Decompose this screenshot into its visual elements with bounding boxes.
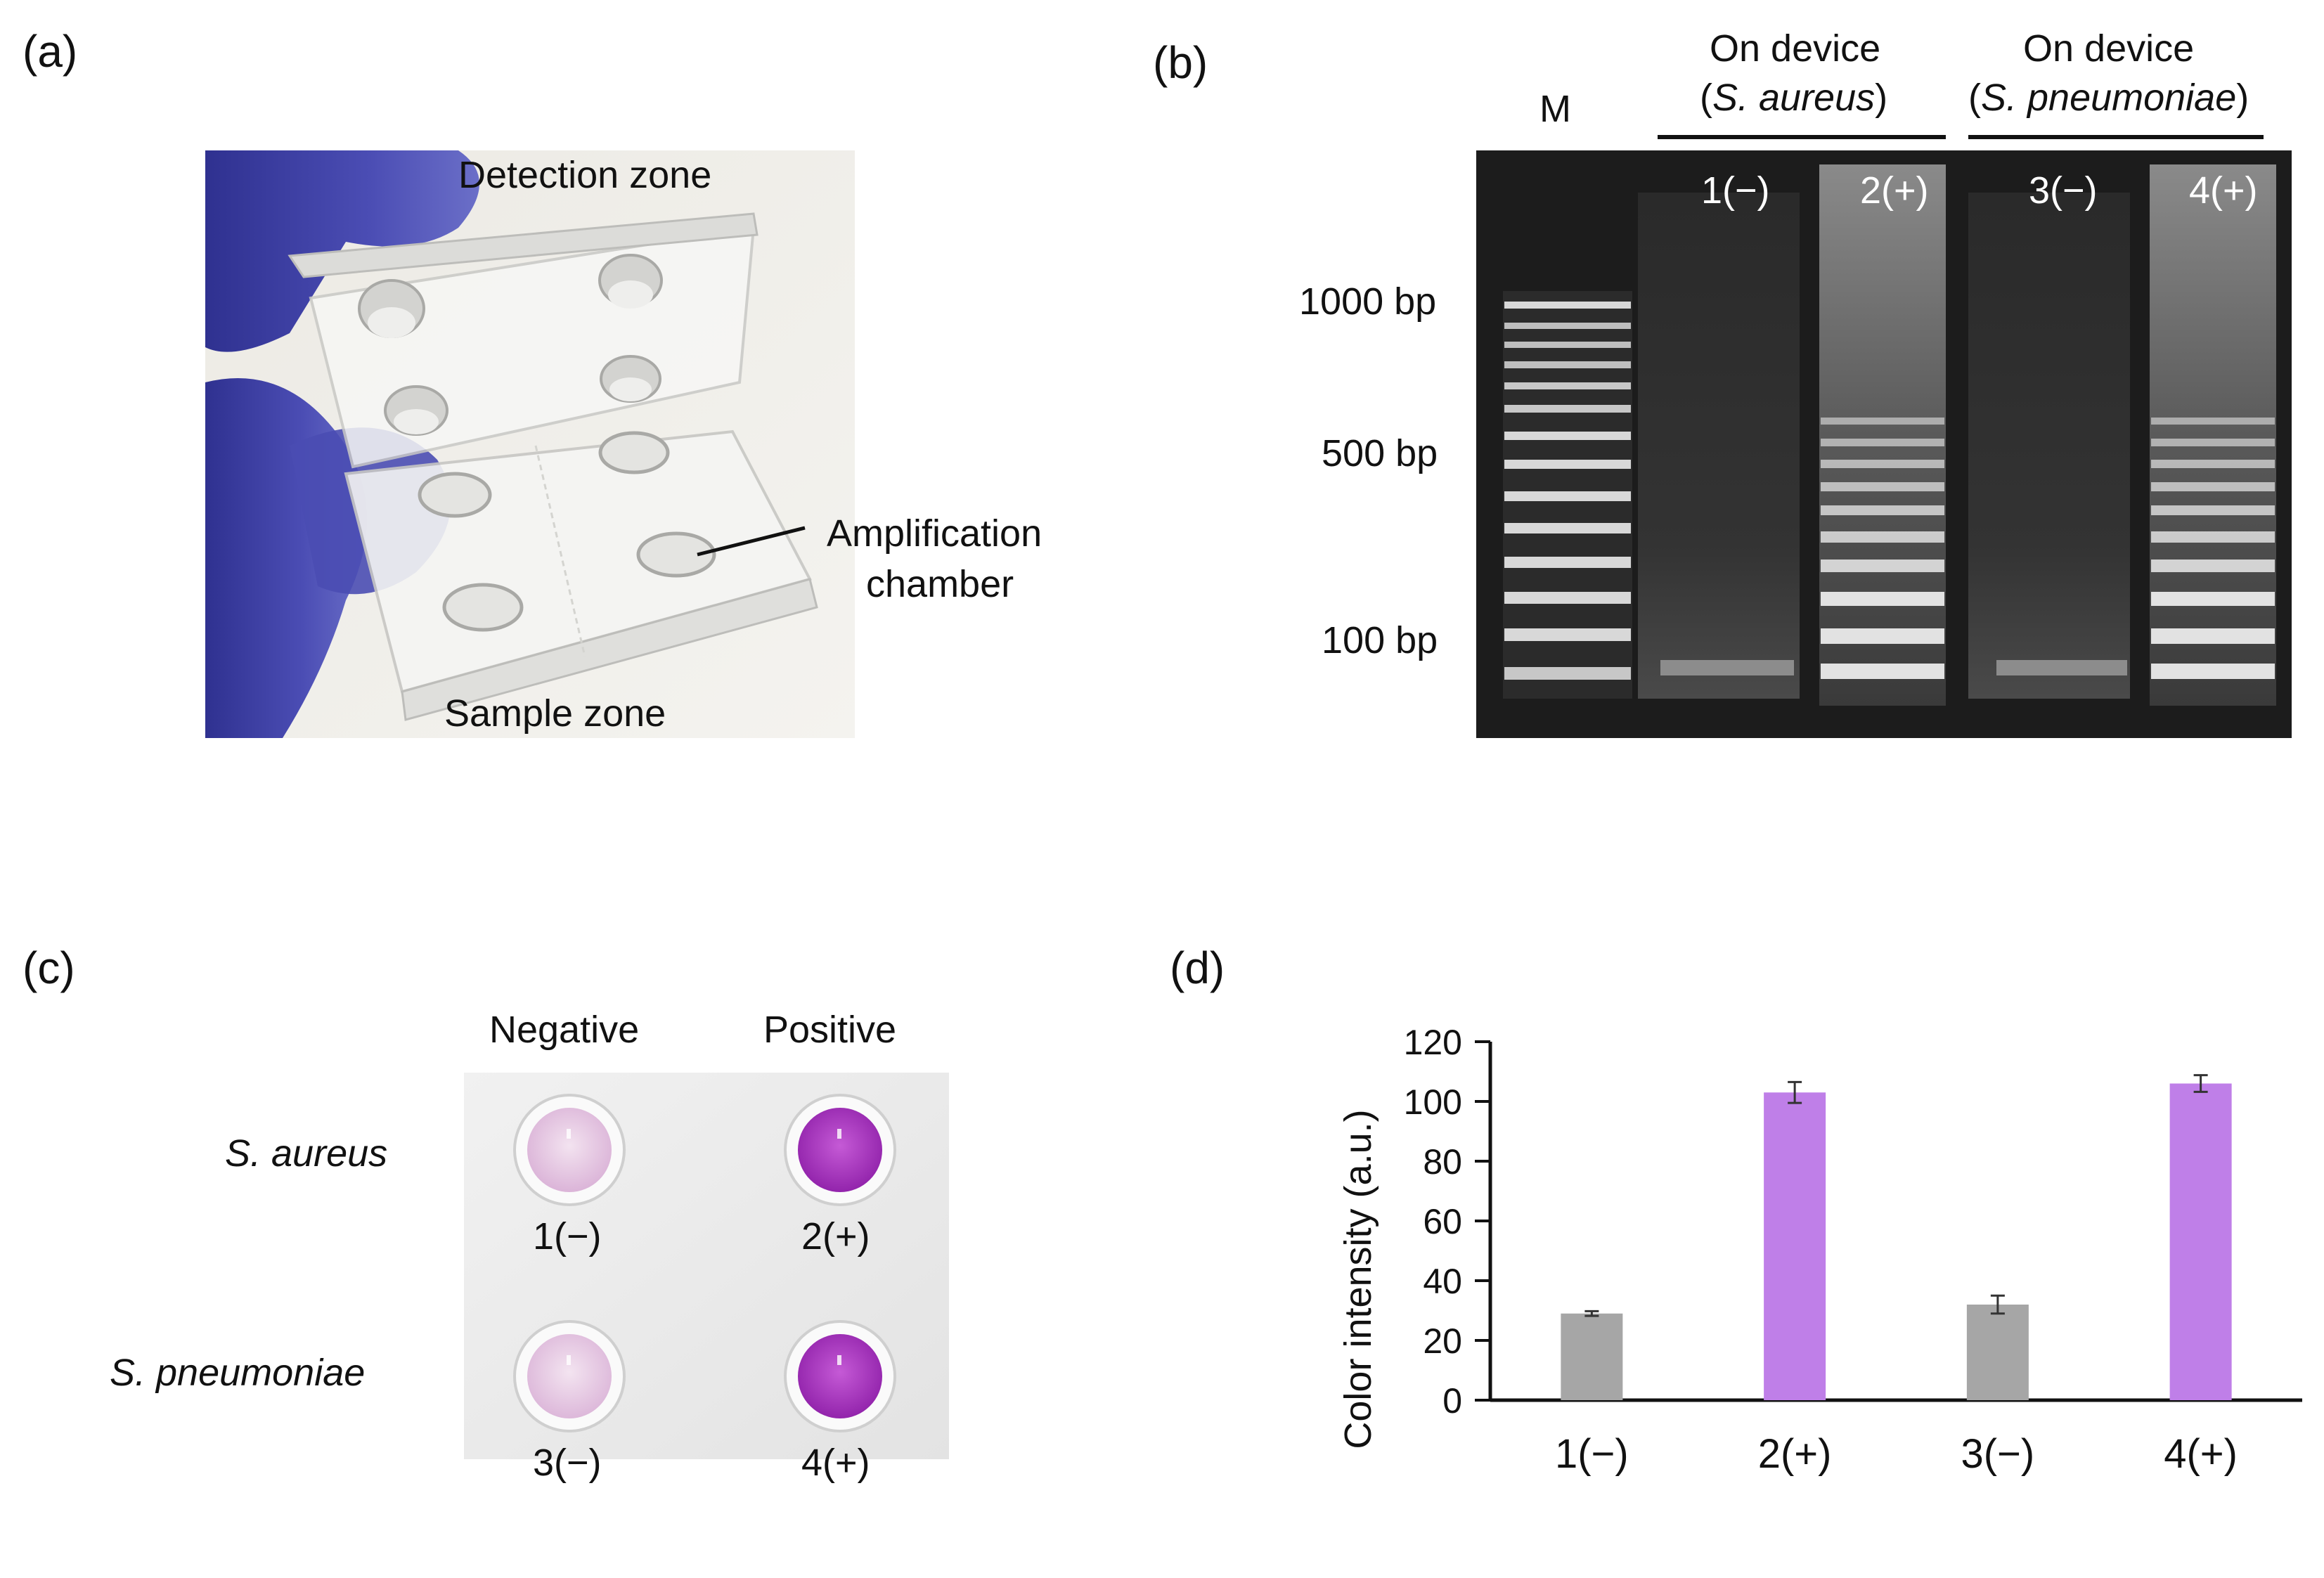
gel-lane-label-1: 1(−) xyxy=(1701,169,1770,212)
y-tick-label: 20 xyxy=(1423,1321,1462,1361)
group2-title: On device xyxy=(2023,27,2195,70)
color-intensity-chart: 0 20 40 60 80 100 120 1(−) 2(+) 3(−) 4(+) Color i… xyxy=(1337,1023,2302,1477)
marker-lane-label: M xyxy=(1539,88,1571,130)
group1-paren-open: ( xyxy=(1700,77,1712,119)
detection-zone-label: Detection zone xyxy=(458,154,712,196)
group1-title: On device xyxy=(1710,27,1881,70)
well-label-2: 2(+) xyxy=(801,1215,870,1257)
x-category-label-4: 4(+) xyxy=(2164,1431,2238,1477)
y-tick-label: 120 xyxy=(1404,1023,1462,1062)
group2-paren-open: ( xyxy=(1968,77,1981,119)
y-axis-label: Color intensity (a.u.) xyxy=(1337,1109,1379,1449)
well-label-1: 1(−) xyxy=(533,1215,602,1257)
panel-a-label: (a) xyxy=(22,26,78,77)
bar-1 xyxy=(1561,1313,1623,1400)
group1-underline xyxy=(1658,135,1946,139)
y-tick-label: 0 xyxy=(1442,1381,1462,1421)
group2-underline xyxy=(1968,135,2264,139)
y-tick-label: 40 xyxy=(1423,1262,1462,1301)
panel-b-label: (b) xyxy=(1153,37,1208,88)
bar-4 xyxy=(2169,1083,2232,1400)
gel-image xyxy=(1476,150,2292,738)
y-tick-label: 60 xyxy=(1423,1202,1462,1241)
group1-paren-close: ) xyxy=(1875,77,1888,119)
group1-species: S. aureus xyxy=(1712,77,1876,119)
gel-lane-label-4: 4(+) xyxy=(2189,169,2258,212)
panel-d-label: (d) xyxy=(1170,943,1225,993)
bar-2 xyxy=(1764,1092,1826,1400)
amplification-label-line2: chamber xyxy=(866,563,1014,605)
colorimetric-plate-photo xyxy=(464,1073,949,1459)
group1-species-line: (S. aureus) xyxy=(1700,76,1887,119)
size-label-500: 500 bp xyxy=(1322,432,1438,474)
column-negative-label: Negative xyxy=(489,1009,640,1051)
bar-3 xyxy=(1966,1305,2029,1400)
x-category-label-2: 2(+) xyxy=(1758,1431,1832,1477)
size-label-100: 100 bp xyxy=(1322,619,1438,661)
y-tick-label: 100 xyxy=(1404,1082,1462,1122)
row-s-pneumoniae-label: S. pneumoniae xyxy=(110,1352,366,1394)
size-label-1000: 1000 bp xyxy=(1299,280,1437,323)
gel-lane-label-3: 3(−) xyxy=(2029,169,2098,212)
column-positive-label: Positive xyxy=(763,1009,897,1051)
sample-zone-label: Sample zone xyxy=(444,692,666,735)
panel-c-label: (c) xyxy=(22,943,75,993)
x-category-label-1: 1(−) xyxy=(1555,1431,1629,1477)
group2-paren-close: ) xyxy=(2236,77,2249,119)
group2-species: S. pneumoniae xyxy=(1980,77,2237,119)
device-photo xyxy=(205,150,855,738)
x-category-label-3: 3(−) xyxy=(1961,1431,2034,1477)
gel-lane-label-2: 2(+) xyxy=(1860,169,1929,212)
amplification-label-line1: Amplification xyxy=(827,512,1042,555)
y-tick-label: 80 xyxy=(1423,1142,1462,1182)
well-label-4: 4(+) xyxy=(801,1442,870,1484)
row-s-aureus-label: S. aureus xyxy=(225,1132,388,1175)
well-label-3: 3(−) xyxy=(533,1442,602,1484)
group2-species-line: (S. pneumoniae) xyxy=(1968,76,2249,119)
